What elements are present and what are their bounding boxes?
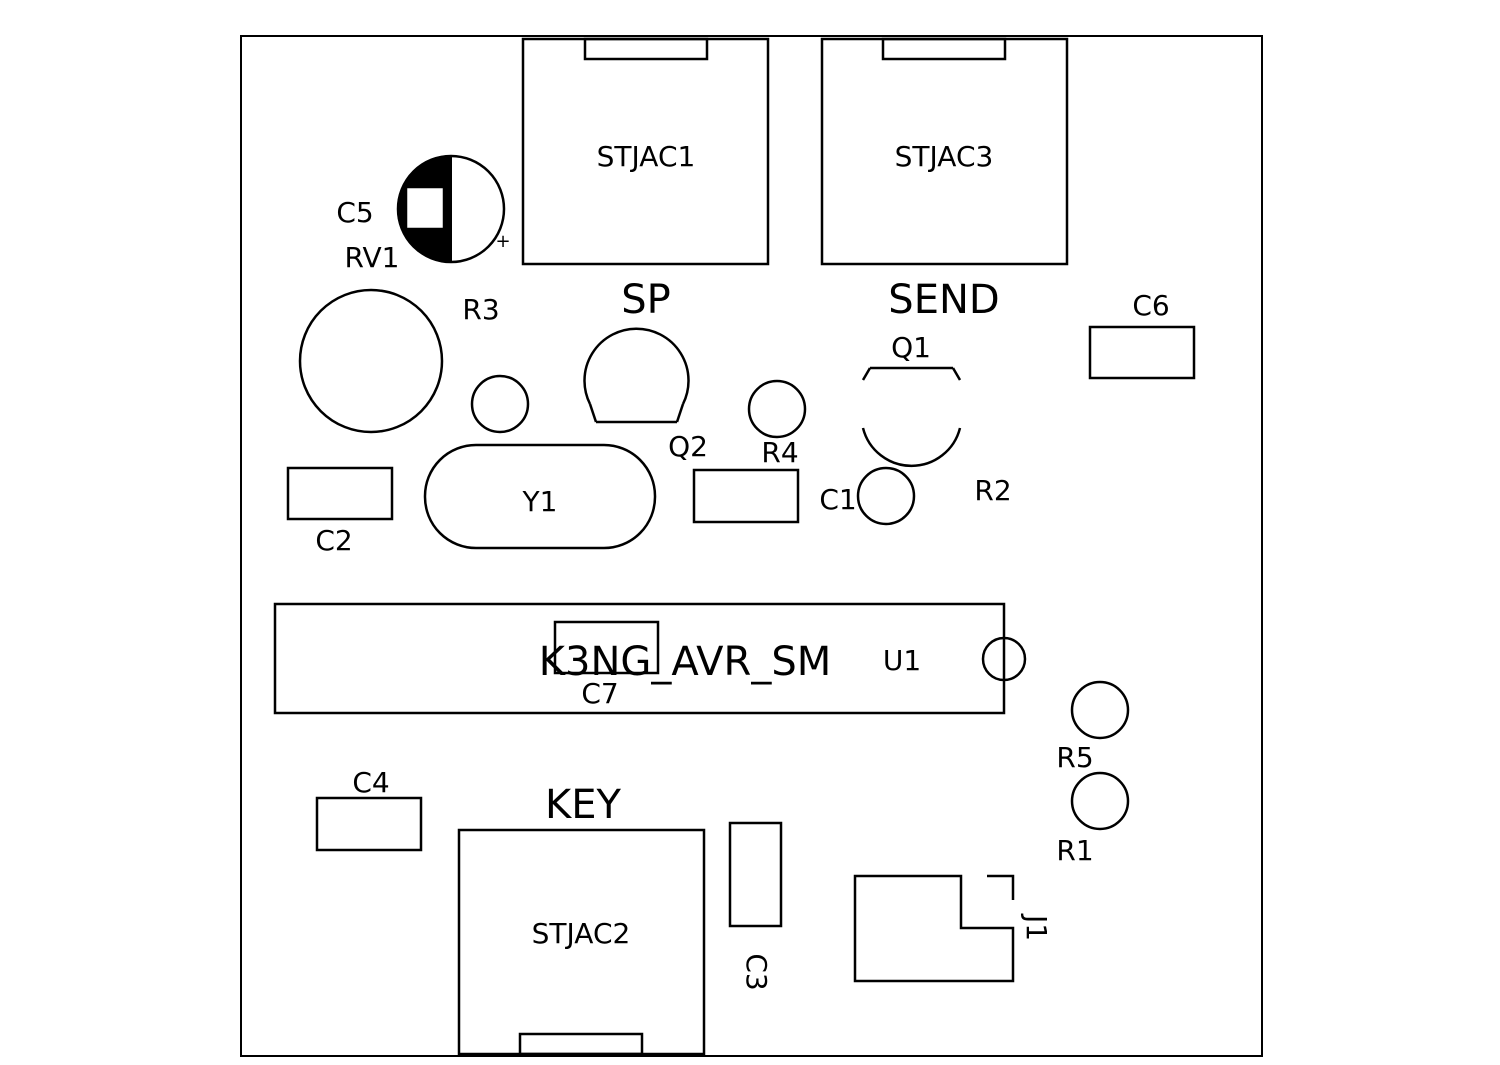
r1-label: R1 [1056,834,1093,867]
r4-pad [747,379,807,439]
c5-capacitor: + [396,154,511,264]
c6-capacitor [1088,325,1196,380]
send-label: SEND [888,277,999,323]
rv1-trimmer [298,288,444,434]
u1-pin1-marker [981,636,1027,682]
c7-capacitor [553,620,660,675]
c3-capacitor [728,821,783,928]
board-outline [240,35,1263,1057]
c5-label: C5 [336,196,373,229]
r1-pad [1070,771,1130,831]
q1-transistor [861,366,962,468]
r5-pad [1070,680,1130,740]
y1-crystal [423,443,657,550]
u1-label: U1 [883,644,921,677]
c7-label: C7 [581,677,618,710]
stjac2-label: STJAC2 [532,917,631,950]
c2-label: C2 [315,524,352,557]
u1-value-label: K3NG_AVR_SM [539,639,831,685]
r2-label: R2 [974,474,1011,507]
y1-label: Y1 [522,485,558,518]
q2-transistor [583,327,690,424]
c4-capacitor [315,796,423,852]
c1-label: C1 [819,483,856,516]
c5-plus-sign: + [495,231,510,252]
r4-label: R4 [761,436,798,469]
rv1-label: RV1 [345,241,400,274]
c6-label: C6 [1132,289,1169,322]
stjac2-connector: STJAC2 [457,828,706,1056]
key-label: KEY [545,782,622,828]
r5-label: R5 [1056,741,1093,774]
r4-footprint [692,468,800,524]
stjac1-label: STJAC1 [597,140,696,173]
q2-label: Q2 [668,430,708,463]
c2-capacitor [286,466,394,521]
r3-label: R3 [462,293,499,326]
c1-pad [856,466,916,526]
j1-connector [853,874,1015,983]
stjac3-label: STJAC3 [895,140,994,173]
j1-label: J1 [1020,913,1053,941]
c4-label: C4 [352,766,389,799]
stjac3-connector: STJAC3 [820,37,1069,266]
c3-label: C3 [740,953,773,990]
stjac1-connector: STJAC1 [521,37,770,266]
r3-pad [470,374,530,434]
sp-label: SP [621,277,671,323]
q1-label: Q1 [891,331,931,364]
u1-footprint [273,602,1006,715]
